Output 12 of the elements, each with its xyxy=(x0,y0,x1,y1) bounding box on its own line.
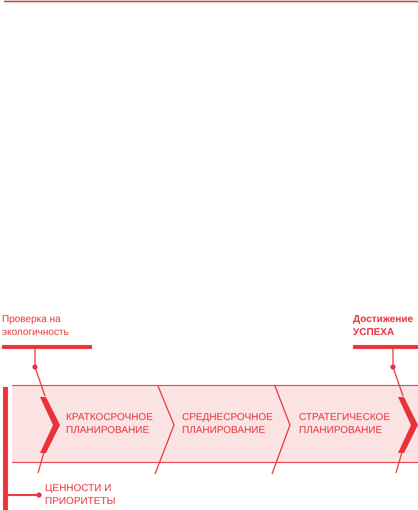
stage-label: СТРАТЕГИЧЕСКОЕ ПЛАНИРОВАНИЕ xyxy=(299,411,397,439)
leader-line xyxy=(34,349,46,396)
label: ЦЕННОСТИ И ПРИОРИТЕТЫ xyxy=(45,482,145,510)
leader-line xyxy=(392,349,404,396)
stage-label: КРАТКОСРОЧНОЕ ПЛАНИРОВАНИЕ xyxy=(66,411,158,439)
leader-line xyxy=(8,492,42,498)
vertical-bar xyxy=(3,387,8,510)
stage-label: СРЕДНЕСРОЧНОЕ ПЛАНИРОВАНИЕ xyxy=(182,411,277,439)
chevron-marker xyxy=(398,397,418,453)
chevron-marker xyxy=(40,397,60,453)
callout-label: Проверка на экологичность xyxy=(2,313,92,349)
callout-label: Достижение УСПЕХА xyxy=(353,313,418,349)
